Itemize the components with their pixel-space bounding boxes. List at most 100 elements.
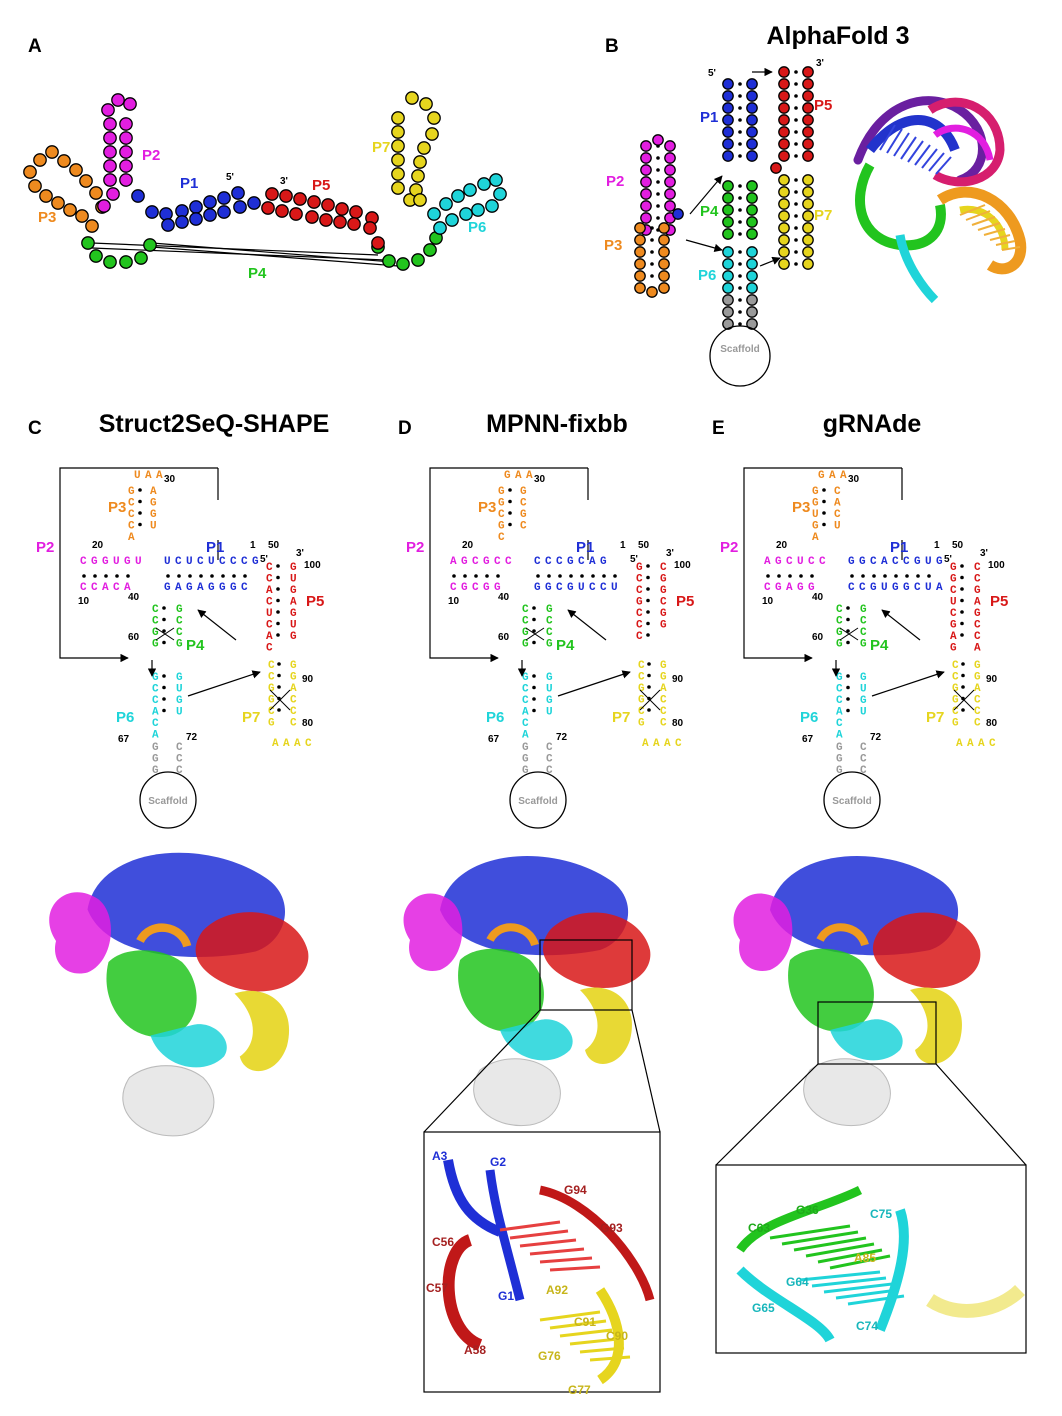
nucleotide: C bbox=[176, 627, 183, 639]
nucleotide: C bbox=[522, 684, 529, 696]
base-stick bbox=[965, 210, 991, 221]
nucleotide-circle bbox=[101, 103, 115, 117]
stem-label-P7: P7 bbox=[372, 139, 390, 156]
nucleotide: G bbox=[660, 672, 667, 684]
nucleotide: A bbox=[660, 683, 667, 695]
nucleotide: C bbox=[546, 754, 553, 766]
stem-label-P7: P7 bbox=[926, 709, 944, 726]
nucleotide-circle bbox=[746, 180, 758, 192]
pair-dot bbox=[602, 574, 606, 578]
residue-label: G77 bbox=[568, 1383, 591, 1397]
nucleotide-circle bbox=[134, 251, 148, 265]
connector-line bbox=[759, 256, 781, 267]
nucleotide: G bbox=[797, 582, 804, 594]
nucleotide-circle bbox=[746, 246, 758, 258]
nucleotide: U bbox=[812, 509, 819, 521]
nucleotide-circle bbox=[634, 246, 646, 258]
pair-dot bbox=[162, 674, 166, 678]
nucleotide: U bbox=[834, 521, 841, 533]
nucleotide: G bbox=[812, 521, 819, 533]
nucleotide-circle bbox=[778, 186, 790, 198]
nucleotide-circle bbox=[746, 258, 758, 270]
nucleotide-circle bbox=[658, 258, 670, 270]
nucleotide: A bbox=[124, 582, 131, 594]
nucleotide: C bbox=[556, 582, 563, 594]
ribbon bbox=[866, 115, 960, 154]
nucleotide-circle bbox=[471, 203, 485, 217]
pair-dot bbox=[199, 574, 203, 578]
pair-dot bbox=[794, 226, 798, 230]
pair-dot bbox=[960, 598, 964, 603]
nucleotide: C bbox=[230, 556, 237, 568]
pair-dot bbox=[850, 574, 854, 578]
nucleotide-circle bbox=[391, 167, 405, 181]
nucleotide: C bbox=[660, 695, 667, 707]
nucleotide: G bbox=[498, 486, 505, 498]
nucleotide-circle bbox=[802, 126, 814, 138]
nucleotide: U bbox=[950, 597, 957, 609]
nucleotide: C bbox=[80, 582, 87, 594]
nucleotide-circle bbox=[658, 222, 670, 234]
residue-number: 50 bbox=[952, 540, 964, 551]
nucleotide: C bbox=[952, 706, 959, 718]
nucleotide: G bbox=[836, 672, 843, 684]
stem-label-P4: P4 bbox=[870, 637, 889, 654]
nucleotide-circle bbox=[778, 90, 790, 102]
ribbon bbox=[443, 1159, 502, 1237]
nucleotide: G bbox=[860, 672, 867, 684]
nucleotide: A bbox=[834, 498, 841, 510]
pair-dot bbox=[846, 617, 850, 622]
residue-label: C90 bbox=[606, 1329, 628, 1343]
nucleotide-circle bbox=[746, 114, 758, 126]
nucleotide: C bbox=[600, 582, 607, 594]
pair-dot bbox=[104, 574, 108, 578]
nucleotide: A bbox=[956, 738, 963, 750]
nucleotide: U bbox=[290, 574, 297, 586]
nucleotide: G bbox=[812, 498, 819, 510]
nucleotide: A bbox=[197, 582, 204, 594]
nucleotide-circle bbox=[79, 174, 93, 188]
stem-label-P6: P6 bbox=[468, 219, 486, 236]
three-prime-label: 3' bbox=[296, 548, 304, 559]
base-stick bbox=[539, 1310, 601, 1322]
nucleotide: C bbox=[176, 742, 183, 754]
nucleotide-circle bbox=[89, 186, 103, 200]
nucleotide: A bbox=[156, 470, 163, 482]
ribbon bbox=[895, 234, 939, 304]
base-stick bbox=[823, 1282, 893, 1294]
density-region bbox=[150, 1024, 227, 1068]
five-prime-label: 5' bbox=[630, 554, 638, 565]
pair-dot bbox=[777, 574, 781, 578]
nucleotide: A bbox=[974, 643, 981, 655]
ribbon bbox=[485, 1169, 525, 1302]
nucleotide: G bbox=[660, 660, 667, 672]
nucleotide: C bbox=[836, 604, 843, 616]
nucleotide: G bbox=[952, 718, 959, 730]
nucleotide: C bbox=[498, 532, 505, 544]
residue-label: C57 bbox=[426, 1281, 448, 1295]
nucleotide: G bbox=[91, 556, 98, 568]
pair-dot bbox=[536, 574, 540, 578]
pair-dot bbox=[496, 574, 500, 578]
nucleotide-circle bbox=[658, 270, 670, 282]
nucleotide: C bbox=[860, 616, 867, 628]
nucleotide-circle bbox=[778, 246, 790, 258]
connector-line bbox=[743, 467, 902, 663]
nucleotide: C bbox=[545, 556, 552, 568]
nucleotide-circle bbox=[261, 201, 275, 215]
stem-label-P2: P2 bbox=[720, 539, 738, 556]
nucleotide: A bbox=[836, 707, 843, 719]
nucleotide: G bbox=[859, 556, 866, 568]
nucleotide-circle bbox=[778, 234, 790, 246]
scaffold-strand-left: GGG bbox=[152, 742, 159, 777]
stem-label-P7: P7 bbox=[242, 709, 260, 726]
ribbon bbox=[538, 1185, 655, 1302]
nucleotide: U bbox=[208, 556, 215, 568]
